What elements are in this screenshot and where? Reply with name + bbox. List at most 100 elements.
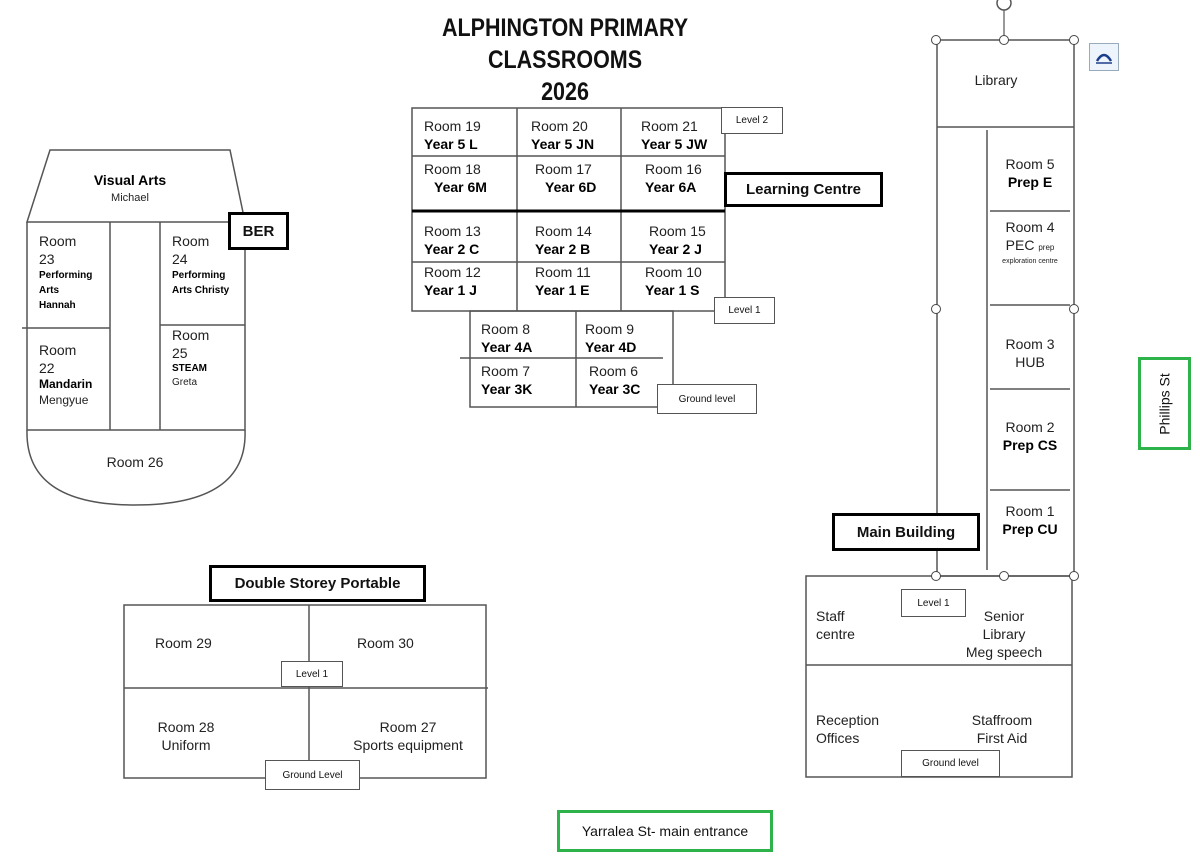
lc-room-number: Room 21	[641, 118, 698, 134]
senior-library-line-3: Meg speech	[965, 644, 1043, 660]
lc-room-number: Room 12	[424, 264, 481, 280]
room-4-class: PEC	[1005, 237, 1035, 253]
ground-level-label: Ground level	[657, 384, 757, 414]
main-ground-level-label: Ground level	[901, 750, 1000, 777]
yarralea-st-label: Yarralea St- main entrance	[557, 810, 773, 852]
visual-arts-teacher: Michael	[111, 192, 149, 204]
lc-room-number: Room 7	[481, 363, 531, 379]
room-27-use: Sports equipment	[353, 737, 463, 753]
lc-room-number: Room 6	[589, 363, 639, 379]
lc-room-cell: Room 17 Year 6D	[535, 160, 596, 196]
lc-room-number: Room 18	[424, 161, 481, 177]
library-label: Library	[974, 72, 1018, 88]
title-line-2: CLASSROOMS	[487, 46, 643, 74]
staffroom-line-2: First Aid	[976, 730, 1028, 746]
portable-level-1-label: Level 1	[281, 661, 343, 687]
staffroom: Staffroom First Aid	[956, 711, 1048, 747]
resize-handle[interactable]	[931, 35, 941, 45]
lc-room-cell: Room 9 Year 4D	[585, 320, 636, 356]
lc-room-class: Year 2 B	[535, 241, 591, 257]
layout-options-icon[interactable]	[1089, 43, 1119, 71]
lc-room-number: Room 13	[424, 223, 481, 239]
ber-label: BER	[228, 212, 289, 250]
resize-handle[interactable]	[1069, 304, 1079, 314]
room-24-number: 24	[172, 251, 188, 267]
reception-line-2: Offices	[816, 730, 860, 746]
resize-handle[interactable]	[931, 571, 941, 581]
main-building-outline	[936, 39, 1075, 577]
lc-room-cell: Room 16 Year 6A	[645, 160, 702, 196]
portable-label: Double Storey Portable	[209, 565, 426, 602]
lc-room-number: Room 10	[645, 264, 702, 280]
room-4-number: Room 4	[1005, 219, 1055, 235]
room-27: Room 27 Sports equipment	[338, 718, 478, 754]
main-level-1-label: Level 1	[901, 589, 966, 617]
learning-centre-label: Learning Centre	[724, 172, 883, 207]
lc-room-number: Room 16	[645, 161, 702, 177]
room-25-word: Room	[172, 327, 210, 343]
ber-outline	[26, 222, 246, 431]
senior-library: Senior Library Meg speech	[958, 607, 1050, 661]
lc-room-class: Year 6M	[434, 179, 487, 195]
room-23-class-2: Arts	[39, 285, 60, 296]
resize-handle[interactable]	[999, 571, 1009, 581]
title-line-1: ALPHINGTON PRIMARY	[441, 14, 689, 42]
room-5: Room 5 Prep E	[992, 155, 1068, 191]
staffroom-line-1: Staffroom	[971, 712, 1033, 728]
resize-handle[interactable]	[999, 35, 1009, 45]
room-23: Room 23 Performing Arts Hannah	[39, 232, 92, 313]
lc-room-number: Room 20	[531, 118, 588, 134]
visual-arts-label: Visual Arts	[93, 172, 167, 188]
room-24-word: Room	[172, 233, 210, 249]
room-25-class: STEAM	[172, 363, 207, 374]
room-2-class: Prep CS	[1002, 437, 1058, 453]
room-28: Room 28 Uniform	[136, 718, 236, 754]
room-29: Room 29	[155, 635, 212, 651]
lc-room-class: Year 2 C	[424, 241, 480, 257]
lc-room-class: Year 1 S	[645, 282, 700, 298]
lc-room-class: Year 1 E	[535, 282, 590, 298]
room-24-class-2: Arts Christy	[172, 285, 230, 296]
lc-room-class: Year 5 JW	[641, 136, 708, 152]
staff-centre: Staff centre	[816, 607, 855, 643]
resize-handle[interactable]	[1069, 35, 1079, 45]
room-23-word: Room	[39, 233, 77, 249]
room-23-class: Performing	[39, 270, 93, 281]
lc-room-class: Year 6A	[645, 179, 697, 195]
lc-room-class: Year 6D	[545, 179, 597, 195]
staff-centre-line-2: centre	[816, 626, 855, 642]
room-26: Room 26	[106, 454, 164, 470]
lc-room-class: Year 4D	[585, 339, 637, 355]
lc-room-cell: Room 18 Year 6M	[424, 160, 487, 196]
room-22-teacher: Mengyue	[39, 393, 89, 407]
lc-room-number: Room 8	[481, 321, 531, 337]
room-2-number: Room 2	[1005, 419, 1055, 435]
resize-handle[interactable]	[931, 304, 941, 314]
lc-room-number: Room 15	[649, 223, 706, 239]
room-4-note: exploration centre	[1002, 258, 1058, 265]
room-24: Room 24 Performing Arts Christy	[172, 232, 229, 298]
page-title: ALPHINGTON PRIMARY CLASSROOMS 2026	[406, 12, 724, 108]
room-3: Room 3 HUB	[992, 335, 1068, 371]
room-22-number: 22	[39, 360, 55, 376]
main-building-label: Main Building	[832, 513, 980, 551]
senior-library-line-2: Library	[982, 626, 1026, 642]
room-3-class: HUB	[1015, 354, 1045, 370]
lc-room-number: Room 17	[535, 161, 592, 177]
lc-room-class: Year 5 JN	[531, 136, 595, 152]
room-28-use: Uniform	[161, 737, 211, 753]
resize-handle[interactable]	[1069, 571, 1079, 581]
reception-line-1: Reception	[816, 712, 880, 728]
room-1-class: Prep CU	[1002, 521, 1058, 537]
lc-room-number: Room 9	[585, 321, 635, 337]
portable-ground-level-label: Ground Level	[265, 760, 360, 790]
lc-room-cell: Room 13 Year 2 C	[424, 222, 481, 258]
room-4-class-small: prep	[1038, 243, 1055, 252]
title-line-3: 2026	[541, 78, 589, 106]
